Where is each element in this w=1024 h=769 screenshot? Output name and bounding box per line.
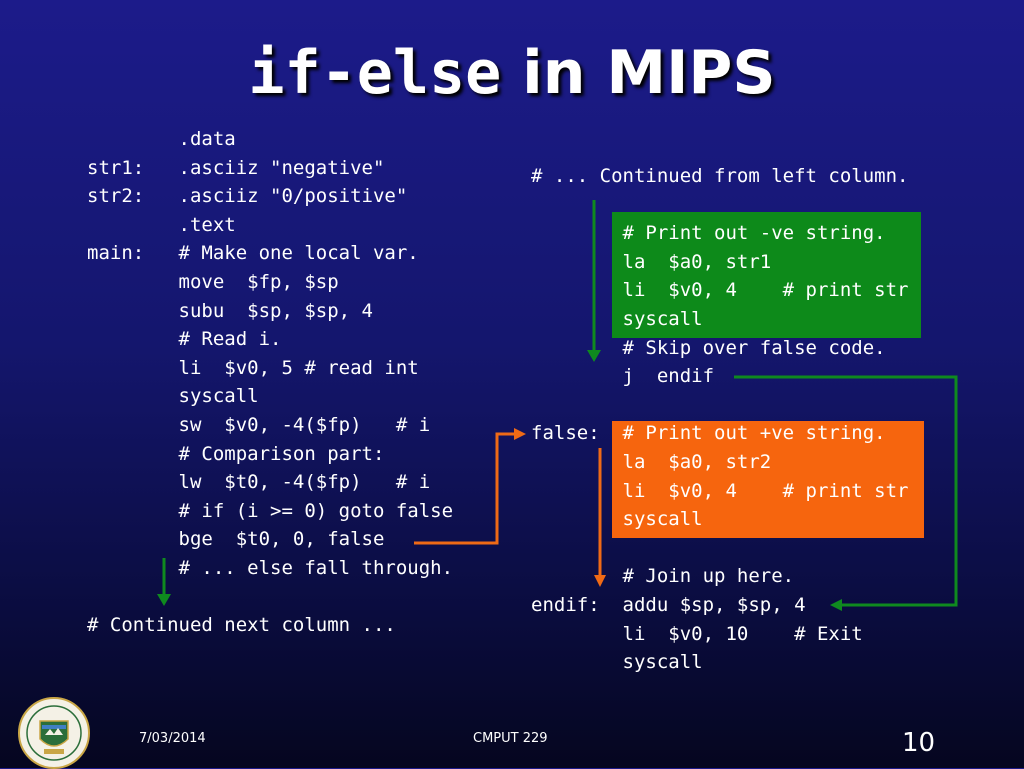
code-line: # Comparison part: bbox=[87, 442, 385, 465]
code-line: li $v0, 4 # print str bbox=[531, 479, 909, 502]
code-line: li $v0, 4 # print str bbox=[531, 279, 909, 302]
code-line: main: # Make one local var. bbox=[87, 242, 419, 265]
code-line bbox=[87, 583, 453, 612]
code-line: endif: addu $sp, $sp, 4 bbox=[531, 593, 806, 616]
university-crest-icon bbox=[18, 697, 90, 769]
code-line: # Join up here. bbox=[531, 565, 795, 588]
left-code-column: .data str1: .asciiz "negative" str2: .asci… bbox=[87, 125, 453, 640]
code-line: syscall bbox=[531, 307, 703, 330]
code-line: li $v0, 10 # Exit bbox=[531, 622, 863, 645]
code-line: str2: .asciiz "0/positive" bbox=[87, 185, 408, 208]
code-line: bge $t0, 0, false bbox=[87, 528, 385, 551]
page-number: 10 bbox=[902, 728, 936, 758]
code-line: .data bbox=[87, 128, 236, 150]
code-line: .text bbox=[87, 213, 236, 236]
title-rest: in MIPS bbox=[501, 38, 776, 108]
code-line: # if (i >= 0) goto false bbox=[87, 499, 454, 522]
code-line: sw $v0, -4($fp) # i bbox=[87, 413, 431, 436]
code-line bbox=[531, 191, 909, 220]
footer-date: 7/03/2014 bbox=[139, 731, 206, 746]
code-line: # ... else fall through. bbox=[87, 556, 454, 579]
slide-title: if-else in MIPS bbox=[0, 38, 1024, 108]
code-line: li $v0, 5 # read int bbox=[87, 356, 419, 379]
code-line: j endif bbox=[531, 365, 715, 388]
code-line: str1: .asciiz "negative" bbox=[87, 156, 385, 179]
code-line: # Print out -ve string. bbox=[531, 222, 886, 245]
code-line: la $a0, str1 bbox=[531, 250, 772, 273]
code-line bbox=[531, 534, 909, 563]
code-line: false: # Print out +ve string. bbox=[531, 422, 886, 445]
footer-course: CMPUT 229 bbox=[473, 731, 548, 746]
right-code-column: # ... Continued from left column. # Prin… bbox=[531, 162, 909, 677]
code-line: # Skip over false code. bbox=[531, 336, 886, 359]
code-line bbox=[531, 391, 909, 420]
code-line: # ... Continued from left column. bbox=[531, 165, 909, 187]
code-line: move $fp, $sp bbox=[87, 270, 339, 293]
code-line: syscall bbox=[87, 385, 259, 408]
code-line: la $a0, str2 bbox=[531, 450, 772, 473]
code-line: # Read i. bbox=[87, 328, 282, 351]
code-line: # Continued next column ... bbox=[87, 614, 396, 637]
code-line: syscall bbox=[531, 508, 703, 531]
code-line: lw $t0, -4($fp) # i bbox=[87, 471, 431, 494]
code-line: syscall bbox=[531, 651, 703, 674]
title-code-word: if-else bbox=[248, 38, 502, 108]
code-line: subu $sp, $sp, 4 bbox=[87, 299, 373, 322]
true-branch-highlight bbox=[612, 212, 921, 338]
